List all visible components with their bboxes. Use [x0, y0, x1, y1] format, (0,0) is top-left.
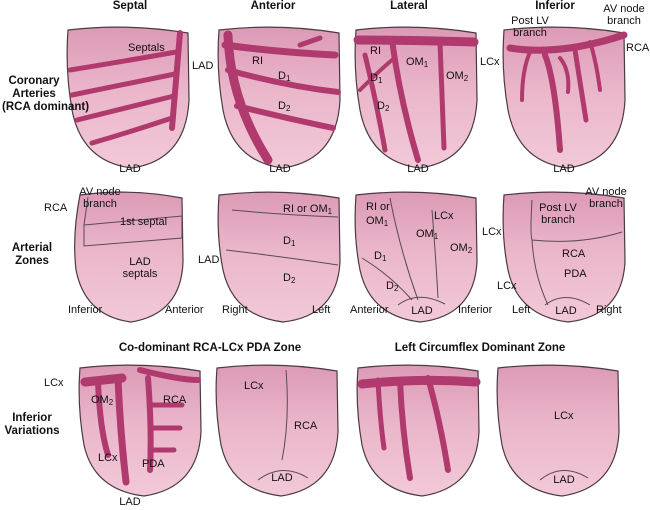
label-right: Right [596, 304, 622, 316]
label-lad: LAD [411, 305, 433, 317]
label-d1: D1 [374, 250, 387, 263]
label-inferior: Inferior [68, 304, 103, 316]
label-lad: LAD [407, 163, 429, 175]
heart-anterior-zones [217, 191, 341, 323]
heart-septal-zones [74, 191, 184, 323]
label-inferior: Inferior [458, 304, 493, 316]
label-lcx: LCx [482, 226, 502, 238]
label-lcx: LCx [554, 410, 574, 422]
label-rca: RCA [626, 42, 650, 54]
label-lad: LAD [192, 60, 214, 72]
label-septals: Septals [128, 42, 165, 54]
heart-codominant-1 [78, 364, 202, 497]
column-header-septal: Septal [112, 0, 148, 12]
label-lad: LAD [119, 163, 141, 175]
label-rca: RCA [294, 420, 318, 432]
label-rca: RCA [44, 202, 68, 214]
label-lad: LAD [119, 496, 141, 508]
label-left: Left [512, 304, 531, 316]
label-lcx: LCx [44, 377, 64, 389]
label-d2: D2 [278, 100, 291, 113]
heart-lateral-coronary [353, 26, 479, 169]
label-lad: LAD [269, 163, 291, 175]
heart-lateral-zones [354, 191, 478, 323]
label-post-lv-branch: Post LV branch [539, 202, 577, 226]
heart-anterior-coronary [217, 26, 341, 169]
label-first-septal: 1st septal [120, 216, 168, 228]
label-d2: D2 [377, 100, 390, 113]
column-header-anterior: Anterior [250, 0, 296, 12]
label-lad: LAD [555, 305, 577, 317]
row-header-zones: Arterial Zones [11, 242, 53, 267]
label-post-lv-branch: Post LV branch [511, 15, 549, 39]
label-ri-or: RI or [366, 201, 390, 213]
label-rca: RCA [163, 394, 187, 406]
label-lad-septals: LAD septals [122, 256, 158, 280]
label-om2: OM2 [446, 70, 469, 83]
heart-inferior-zones [502, 191, 626, 323]
label-lcx: LCx [98, 452, 118, 464]
row-header-coronary: Coronary Arteries (RCA dominant) [2, 75, 90, 113]
label-pda: PDA [564, 268, 587, 280]
label-lcx: LCx [480, 56, 500, 68]
label-lad: LAD [553, 163, 575, 175]
label-av-node-branch: AV node branch [79, 186, 121, 210]
label-om2: OM2 [450, 242, 473, 255]
column-header-inferior: Inferior [535, 0, 575, 12]
column-header-lateral: Lateral [390, 0, 428, 12]
heart-lcx-dominant-2 [496, 364, 620, 497]
label-lcx: LCx [497, 280, 517, 292]
label-lad: LAD [553, 474, 575, 486]
heart-lcx-dominant-1 [356, 364, 481, 497]
label-om1: OM1 [416, 228, 439, 241]
label-d2: D2 [283, 272, 296, 285]
subheader-lcx-dominant: Left Circumflex Dominant Zone [394, 342, 566, 354]
label-om2: OM2 [91, 394, 114, 407]
label-om1: OM1 [366, 215, 389, 228]
label-lad: LAD [271, 472, 293, 484]
label-ri-or-om1: RI or OM1 [283, 203, 333, 216]
label-ri: RI [370, 45, 381, 57]
heart-septal-coronary [66, 26, 190, 169]
heart-codominant-2 [215, 364, 339, 497]
label-av-node-branch: AV node branch [585, 186, 627, 210]
row-header-variations: Inferior Variations [4, 412, 60, 437]
label-lad: LAD [198, 254, 220, 266]
label-d1: D1 [370, 72, 383, 85]
label-om1: OM1 [406, 56, 429, 69]
label-av-node-branch: AV node branch [603, 3, 645, 27]
label-d2: D2 [386, 280, 399, 293]
label-lcx: LCx [244, 380, 264, 392]
label-ri: RI [252, 55, 263, 67]
label-d1: D1 [283, 235, 296, 248]
label-right: Right [222, 304, 248, 316]
subheader-codominant: Co-dominant RCA-LCx PDA Zone [118, 342, 302, 354]
label-anterior: Anterior [350, 304, 389, 316]
label-pda: PDA [142, 458, 165, 470]
label-rca: RCA [562, 248, 586, 260]
label-anterior: Anterior [165, 304, 204, 316]
heart-inferior-coronary [502, 26, 628, 169]
label-d1: D1 [278, 70, 291, 83]
label-left: Left [312, 304, 331, 316]
label-lcx: LCx [434, 210, 454, 222]
